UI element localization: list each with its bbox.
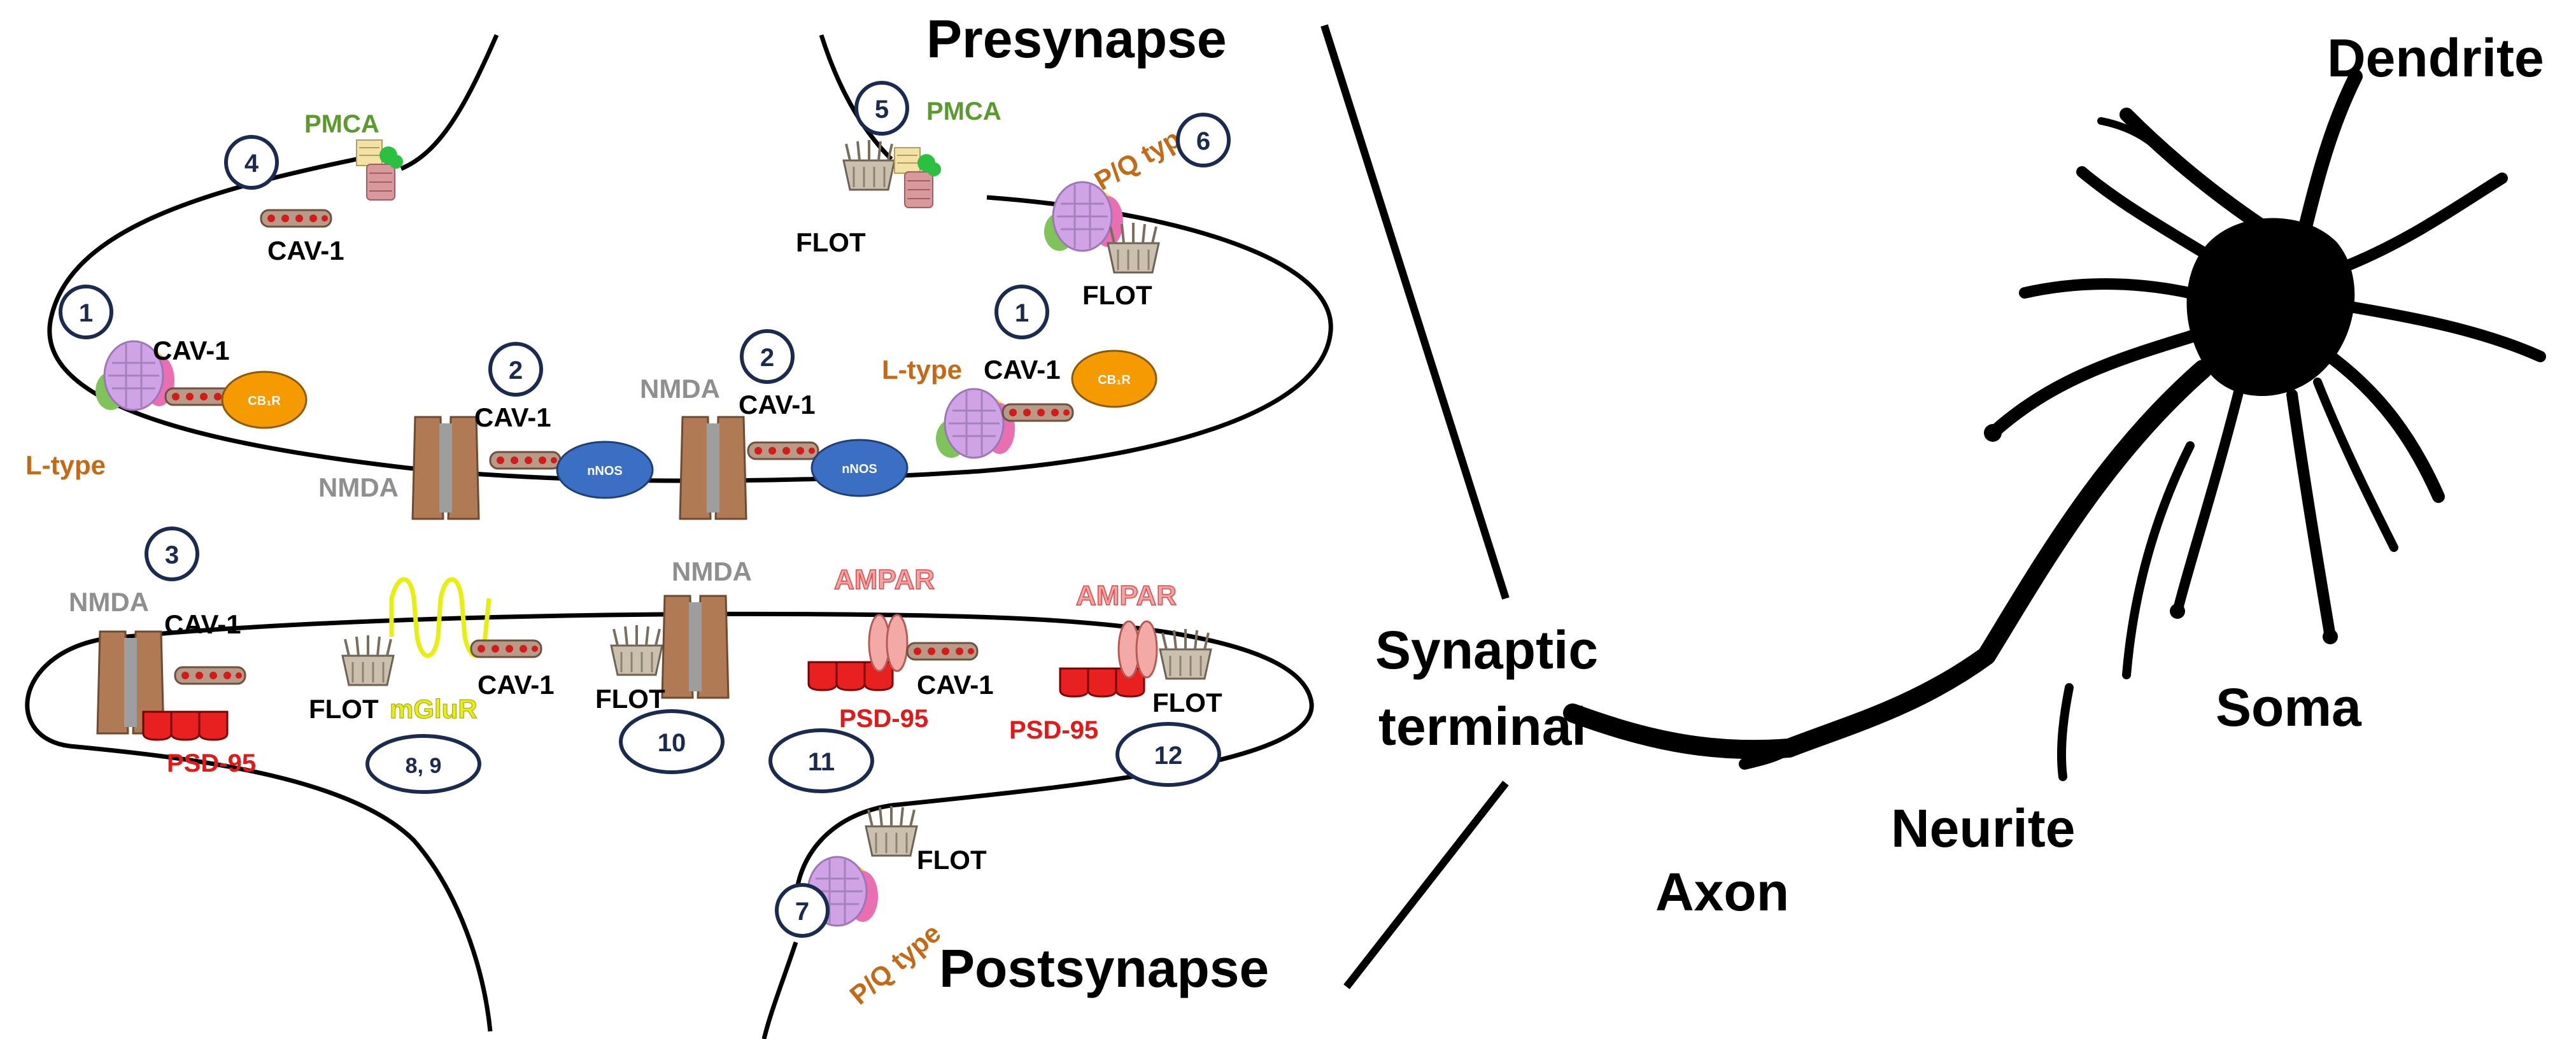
synaptic-terminal-label-line1: Synaptic [1375,620,1598,680]
cav1-label-site4: CAV-1 [267,236,344,265]
synaptic-terminal-label-line2: terminal [1378,696,1587,756]
l-type-label-right: L-type [882,355,962,385]
psd95-label-site3: PSD-95 [167,749,256,777]
postsynapse-label: Postsynapse [939,938,1269,998]
badge-3-circle [145,527,199,581]
cav1-label-site2-left: CAV-1 [474,402,551,432]
cav1-label-site1-left: CAV-1 [153,336,230,365]
caveolin-site11 [906,642,979,661]
psd95-label-site12: PSD-95 [1009,716,1098,744]
mglur-label: mGluR [390,694,478,724]
badge-10-ellipse [619,709,725,774]
badge-2-left: 2 [509,357,523,385]
nmda-receptor-site2-left [411,416,480,520]
nmda-label-site2-left: NMDA [318,472,399,502]
divider-upper [1320,24,1510,600]
nmda-label-site10: NMDA [672,556,752,586]
badge-12-ellipse [1115,722,1221,787]
badge-5: 5 [875,95,889,124]
pmca-label-site4: PMCA [304,110,379,138]
divider-lower [1343,781,1509,989]
badge-1-left-circle [59,285,113,339]
caveolin-site1-right [1001,403,1074,422]
cav1-label-site2-right: CAV-1 [739,390,816,420]
pmca-label-site5: PMCA [926,97,1001,125]
nnos-label-left: nNOS [587,464,623,478]
caveolin-site2-right [747,441,819,460]
cb1r-receptor-left [221,371,308,429]
badge-1-right: 1 [1015,299,1029,327]
neuron-silhouette [1563,69,2546,781]
pmca-pump-site4 [356,139,404,201]
badge-2-right: 2 [760,344,774,372]
flotillin-site89 [341,634,395,686]
nmda-receptor-site10 [661,595,730,699]
l-type-label-left: L-type [25,450,106,480]
badge-4-circle [224,135,279,190]
soma-label: Soma [2216,677,2362,737]
pmca-pump-site5 [894,147,942,208]
badge-11-ellipse [768,728,874,793]
badge-7-circle [775,883,830,938]
cav1-label-site11: CAV-1 [917,670,994,700]
badge-8-9: 8, 9 [406,754,442,778]
badge-6-circle [1176,113,1231,167]
number-badges [59,81,1231,938]
badge-3: 3 [165,541,179,569]
flotillin-site5 [842,139,896,191]
flot-label-site12: FLOT [1152,688,1222,717]
caveolin-site89 [470,639,542,658]
badge-2-right-circle [740,329,795,384]
presynapse-label: Presynapse [926,9,1227,69]
ampar-label-site12: AMPAR [1076,580,1177,611]
neurite-label: Neurite [1891,798,2075,858]
nnos-enzyme-left [556,441,654,499]
caveolin-site2-left [489,451,562,470]
nmda-label-site2-right: NMDA [640,374,720,404]
nnos-enzyme-right [810,439,909,497]
badge-10: 10 [658,729,686,757]
cav1-label-site89: CAV-1 [478,670,555,700]
caveolin-site4 [260,209,332,228]
badge-2-left-circle [488,342,543,397]
badge-6: 6 [1196,127,1210,155]
l-type-channel-right [935,388,1016,459]
badge-4: 4 [244,150,259,178]
ampar-label-site11: AMPAR [834,564,935,595]
flotillin-site7 [865,805,918,857]
pq-type-channel-site6 [1043,181,1124,252]
flot-label-site6: FLOT [1082,280,1152,310]
badge-1-left: 1 [79,299,93,327]
badge-12: 12 [1154,742,1183,770]
psd95-label-site11: PSD-95 [839,705,928,733]
badge-7: 7 [795,898,809,926]
badge-11: 11 [808,748,835,776]
flot-label-site5: FLOT [796,227,866,257]
cb1r-label-right: CB₁R [1098,373,1131,387]
flot-label-site7: FLOT [917,845,987,875]
flot-label-site10: FLOT [595,684,665,714]
flotillin-site10 [610,624,663,676]
nmda-receptor-site2-right [679,416,747,520]
cav1-label-site3: CAV-1 [164,609,241,639]
nnos-label-right: nNOS [842,462,877,476]
nmda-label-site3: NMDA [69,587,149,617]
cb1r-receptor-right [1071,350,1157,408]
axon-label: Axon [1655,862,1789,922]
dendrite-label: Dendrite [2327,28,2544,88]
badge-5-circle [854,81,909,136]
psd95-scaffold-site3 [142,710,229,741]
caveolin-site3 [174,666,246,685]
cb1r-label-left: CB₁R [248,394,281,408]
pq-type-label-site7: P/Q type [844,917,947,1010]
cav1-label-site1-right: CAV-1 [984,355,1061,385]
flot-label-site89: FLOT [309,694,379,724]
badge-1-right-circle [994,285,1049,339]
badge-89-ellipse [365,734,481,794]
flotillin-site12 [1159,628,1212,680]
